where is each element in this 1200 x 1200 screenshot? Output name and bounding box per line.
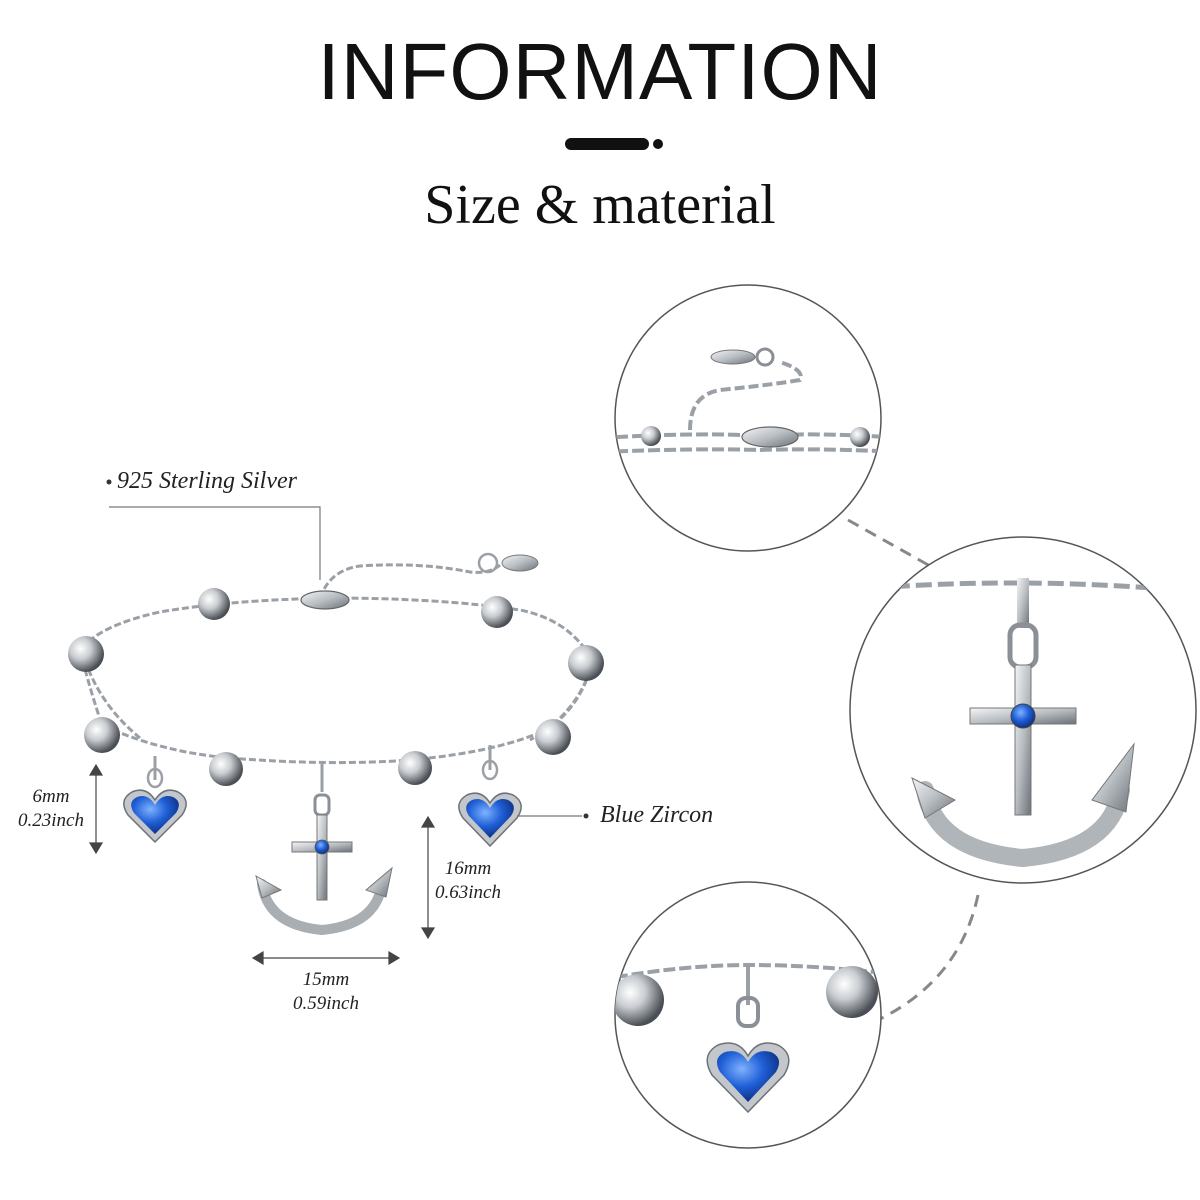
title-divider-bar [565,138,649,150]
stone-label: Blue Zircon [600,802,714,828]
title-divider-dot [653,139,663,149]
anchor-height-label: 16mm 0.63inch [428,857,508,905]
heart-height-mm: 6mm [32,786,70,807]
material-callout-line [106,479,321,580]
anchor-height-dimension [420,815,436,940]
heart-charm-detail-image [614,881,882,1149]
material-label: 925 Sterling Silver [117,468,297,494]
anchor-width-label: 15mm 0.59inch [276,968,376,1016]
anchor-height-inch: 0.63inch [435,882,501,903]
clasp-detail-image [614,284,882,552]
stone-callout-line [517,813,589,819]
anchor-width-mm: 15mm [302,969,350,990]
bracelet-image [68,552,604,936]
anchor-width-dimension [251,950,401,966]
heart-height-dimension [88,763,104,855]
connector-dashed-2 [877,894,980,1022]
page-title: INFORMATION [317,27,883,116]
heart-height-label: 6mm 0.23inch [6,785,96,833]
anchor-detail-image [849,536,1197,884]
page-subtitle: Size & material [424,174,776,236]
anchor-width-inch: 0.59inch [293,993,359,1014]
anchor-height-mm: 16mm [444,858,492,879]
heart-height-inch: 0.23inch [18,810,84,831]
